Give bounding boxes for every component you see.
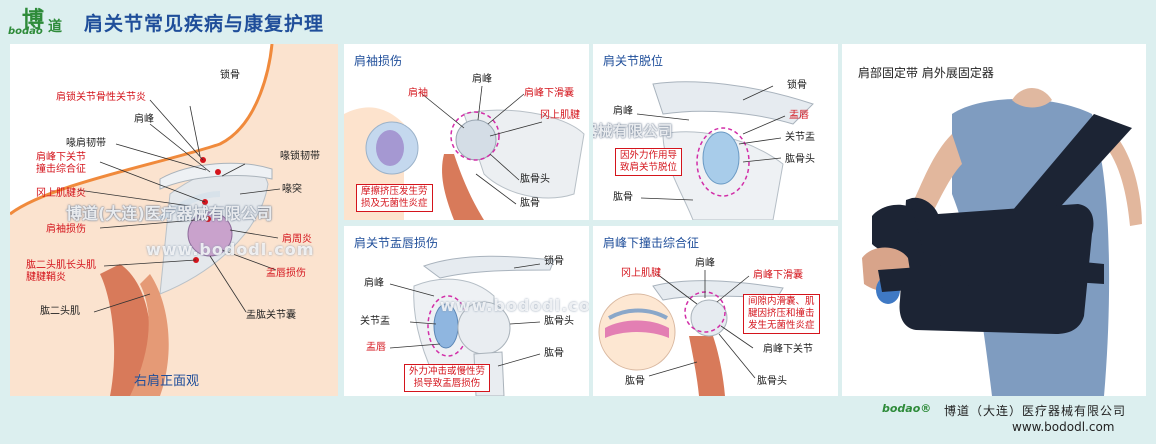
brace-panel: 肩部固定带 肩外展固定器 [842, 44, 1146, 396]
brand-logo: 博 道 bodao [8, 4, 70, 38]
label-biceps: 肱二头肌 [40, 306, 80, 317]
label-clavicle-dl: 锁骨 [787, 80, 807, 91]
note-rotator-cuff: 摩擦挤压发生劳 损及无菌性炎症 [356, 184, 433, 212]
label-acromion-dl: 肩峰 [613, 106, 633, 117]
header: 博 道 bodao 肩关节常见疾病与康复护理 [0, 0, 1156, 40]
label-rotator-cuff-injury: 肩袖损伤 [46, 224, 86, 235]
panel-title-dislocation: 肩关节脱位 [603, 54, 664, 68]
note-line-1: 摩擦挤压发生劳 [361, 186, 428, 197]
label-supraspinatus-im: 冈上肌腱 [621, 268, 661, 279]
note-line-3: 发生无菌性炎症 [748, 320, 815, 331]
shoulder-anatomy-illustration [10, 44, 338, 396]
label-humerus-im: 肱骨 [625, 376, 645, 387]
label-acromion-rc: 肩峰 [472, 74, 492, 85]
note-line-2: 损及无菌性炎症 [361, 198, 428, 209]
dislocation-panel: 肩关节脱位 肩峰 锁骨 盂唇 关节盂 肱骨头 肱骨 因外力作用导 致肩关节脱位 … [593, 44, 838, 220]
footer-logo: bodao® [882, 402, 932, 415]
main-caption: 右肩正面观 [134, 374, 200, 389]
label-cuff: 肩袖 [408, 88, 428, 99]
label-humeral-head-im: 肱骨头 [757, 376, 787, 387]
label-supraspinatus-rc: 冈上肌腱 [540, 110, 580, 121]
label-glenoid-lb: 关节盂 [360, 316, 390, 327]
note-line-1: 因外力作用导 [620, 150, 678, 161]
footer-company: 博道（大连）医疗器械有限公司 [944, 404, 1127, 418]
label-labrum-dl: 盂唇 [789, 110, 809, 121]
watermark-url-lb: www.bododl.com [440, 296, 589, 315]
note-line-2: 腱因挤压和撞击 [748, 308, 815, 319]
impingement-illustration [598, 270, 784, 396]
label-joint-capsule: 盂肱关节囊 [246, 310, 296, 321]
label-coracoacromial-ligament: 喙肩韧带 [66, 138, 106, 149]
label-acromion-im: 肩峰 [695, 258, 715, 269]
watermark-company-dl: 博道(大连)医疗器械有限公司 [593, 122, 673, 140]
logo-text: bodao [8, 26, 43, 37]
note-labrum: 外力冲击或慢性劳 损导致盂唇损伤 [404, 364, 491, 392]
page-title: 肩关节常见疾病与康复护理 [84, 13, 325, 35]
note-line-1: 间隙内滑囊、肌 [748, 296, 815, 307]
label-humerus-lb: 肱骨 [544, 348, 564, 359]
note-line-2: 损导致盂唇损伤 [413, 378, 481, 389]
label-bursa-im: 肩峰下滑囊 [753, 270, 803, 281]
panel-title-impingement: 肩峰下撞击综合征 [603, 236, 700, 250]
logo-char-2: 道 [48, 19, 62, 35]
label-subacromial-joint: 肩峰下关节 [763, 344, 813, 355]
labrum-panel: 肩关节盂唇损伤 锁骨 肩峰 关节盂 肱骨头 盂唇 肱骨 外力冲击或慢性劳 损导致… [344, 226, 589, 396]
label-acj-arthritis: 肩锁关节骨性关节炎 [56, 92, 146, 103]
impingement-panel: 肩峰下撞击综合征 冈上肌腱 肩峰 肩峰下滑囊 肩峰下关节 肱骨 肱骨头 间隙内滑… [593, 226, 838, 396]
label-frozen-shoulder: 肩周炎 [282, 234, 312, 245]
shoulder-brace-photo [862, 88, 1142, 396]
main-anatomy-panel: 锁骨 肩锁关节骨性关节炎 肩峰 喙肩韧带 喙锁韧带 肩峰下关节撞击综合征 喙突 … [10, 44, 338, 396]
label-clavicle: 锁骨 [220, 70, 240, 81]
logo-char: 博 [22, 7, 45, 33]
label-labrum-lb: 盂唇 [366, 342, 386, 353]
label-humeral-head-dl: 肱骨头 [785, 154, 815, 165]
label-labrum-injury: 盂唇损伤 [266, 268, 306, 279]
note-dislocation: 因外力作用导 致肩关节脱位 [615, 148, 683, 176]
label-humerus-rc: 肱骨 [520, 198, 540, 209]
label-coracoid: 喙突 [282, 184, 302, 195]
label-biceps-tendinitis: 肱二头肌长头肌腱腱鞘炎 [26, 260, 96, 283]
footer-url[interactable]: www.bododl.com [1012, 420, 1115, 434]
label-acromion-lb: 肩峰 [364, 278, 384, 289]
watermark-url: www.bododl.com [146, 240, 315, 259]
label-impingement: 肩峰下关节撞击综合征 [36, 152, 86, 175]
note-line-2: 致肩关节脱位 [620, 162, 678, 173]
label-humerus-dl: 肱骨 [613, 192, 633, 203]
panel-title-rotator-cuff: 肩袖损伤 [354, 54, 403, 68]
note-impingement: 间隙内滑囊、肌 腱因挤压和撞击 发生无菌性炎症 [743, 294, 820, 334]
label-bursa-rc: 肩峰下滑囊 [524, 88, 574, 99]
note-line-1: 外力冲击或慢性劳 [409, 366, 486, 377]
panel-title-labrum: 肩关节盂唇损伤 [354, 236, 439, 250]
label-humeral-head-lb: 肱骨头 [544, 316, 574, 327]
label-coracoclavicular-ligament: 喙锁韧带 [280, 151, 320, 162]
label-clavicle-lb: 锁骨 [544, 256, 564, 267]
dislocation-illustration [636, 81, 814, 220]
label-humeral-head-rc: 肱骨头 [520, 174, 550, 185]
rotator-cuff-panel: 肩袖损伤 肩袖 肩峰 肩峰下滑囊 冈上肌腱 肱骨头 肱骨 摩擦挤压发生劳 损及无… [344, 44, 589, 220]
label-glenoid-dl: 关节盂 [785, 132, 815, 143]
label-acromion: 肩峰 [134, 114, 154, 125]
label-supraspinatus-tendinitis: 冈上肌腱炎 [36, 188, 86, 199]
watermark-company: 博道(大连)医疗器械有限公司 [66, 204, 273, 223]
panel-title-brace: 肩部固定带 肩外展固定器 [858, 66, 994, 80]
